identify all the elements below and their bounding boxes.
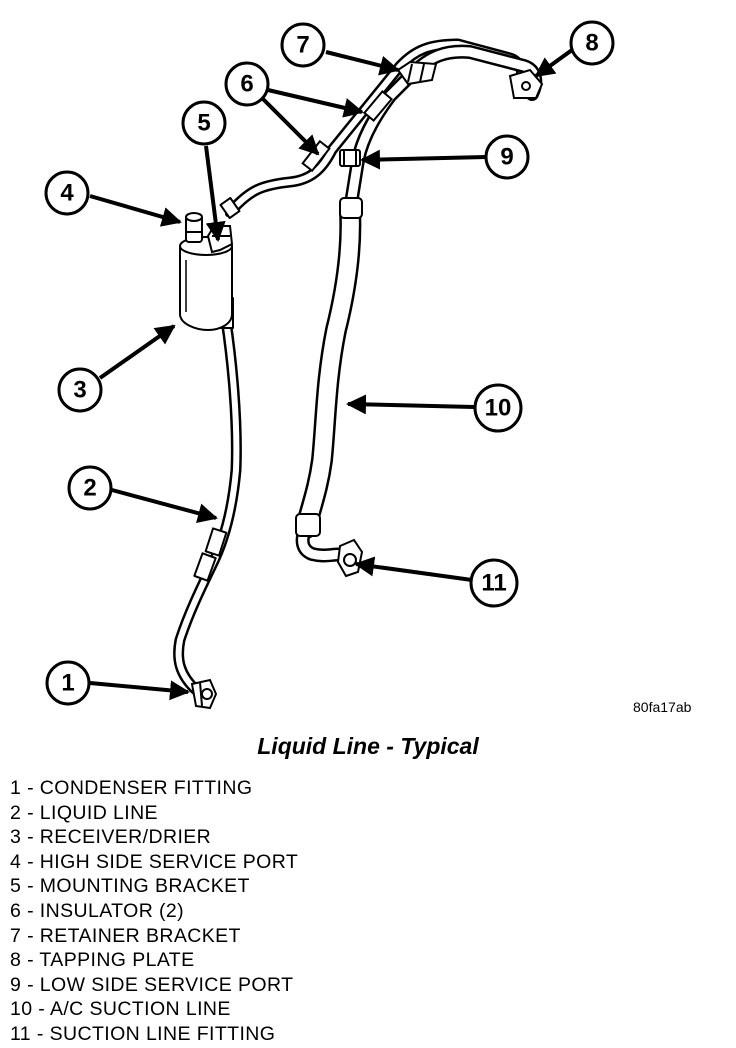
leader-arrow-10 (346, 394, 475, 415)
figure-code: 80fa17ab (633, 699, 692, 715)
leader-arrow-9 (360, 149, 487, 170)
svg-text:2: 2 (83, 475, 96, 502)
svg-text:3: 3 (73, 377, 86, 404)
legend-item: 10 - A/C SUCTION LINE (10, 998, 231, 1021)
leader-arrow-2 (111, 488, 218, 523)
callout-8: 8 (569, 20, 615, 66)
callout-6: 6 (224, 61, 270, 107)
callout-9: 9 (484, 134, 530, 180)
callouts: 1 2 3 4 5 6 7 8 9 10 11 (44, 20, 615, 706)
legend-item: 8 - TAPPING PLATE (10, 949, 195, 972)
callout-1: 1 (45, 660, 91, 706)
callout-7: 7 (280, 22, 326, 68)
leader-arrow-3 (98, 324, 176, 380)
leader-arrow-6b (260, 96, 320, 156)
legend-item: 5 - MOUNTING BRACKET (10, 875, 250, 898)
leader-arrow-11 (354, 556, 473, 582)
legend-item: 11 - SUCTION LINE FITTING (10, 1022, 276, 1045)
receiver-drier (179, 236, 233, 332)
callout-3: 3 (57, 367, 103, 413)
callout-11: 11 (469, 558, 519, 608)
svg-text:4: 4 (60, 180, 74, 207)
leader-arrows (89, 48, 574, 701)
liquid-line (173, 244, 242, 696)
leader-arrow-8 (534, 48, 574, 78)
condenser-fitting (190, 678, 218, 710)
leader-arrow-7 (325, 50, 400, 76)
callout-5: 5 (181, 100, 227, 146)
suction-line (295, 44, 543, 563)
svg-text:11: 11 (481, 570, 506, 597)
parts-legend: 1 - CONDENSER FITTING 2 - LIQUID LINE 3 … (10, 776, 298, 1047)
legend-item: 3 - RECEIVER/DRIER (10, 826, 212, 849)
svg-text:5: 5 (197, 110, 210, 137)
leader-arrow-6a (267, 88, 364, 118)
leader-arrow-5 (204, 145, 226, 242)
svg-text:9: 9 (500, 144, 513, 171)
svg-text:6: 6 (240, 71, 253, 98)
legend-item: 9 - LOW SIDE SERVICE PORT (10, 973, 294, 996)
figure-caption: Liquid Line - Typical (257, 733, 479, 759)
liquid-line-diagram: 1 2 3 4 5 6 7 8 9 10 11 (44, 20, 615, 710)
callout-4: 4 (44, 170, 90, 216)
svg-text:7: 7 (296, 32, 309, 59)
leader-arrow-1 (89, 680, 190, 701)
svg-text:8: 8 (585, 30, 598, 57)
suction-line-fitting (336, 538, 364, 578)
svg-text:10: 10 (485, 395, 512, 422)
leader-arrow-4 (89, 194, 182, 227)
legend-item: 6 - INSULATOR (2) (10, 899, 185, 922)
retainer-bracket (396, 60, 438, 86)
legend-item: 1 - CONDENSER FITTING (10, 777, 253, 799)
low-side-service-port (339, 149, 361, 167)
tapping-plate (508, 68, 544, 99)
svg-text:1: 1 (61, 670, 74, 697)
callout-10: 10 (473, 383, 523, 433)
high-side-service-port (185, 212, 203, 243)
legend-item: 2 - LIQUID LINE (10, 801, 158, 824)
callout-2: 2 (67, 465, 113, 511)
legend-item: 4 - HIGH SIDE SERVICE PORT (10, 850, 299, 873)
legend-item: 7 - RETAINER BRACKET (10, 924, 241, 947)
